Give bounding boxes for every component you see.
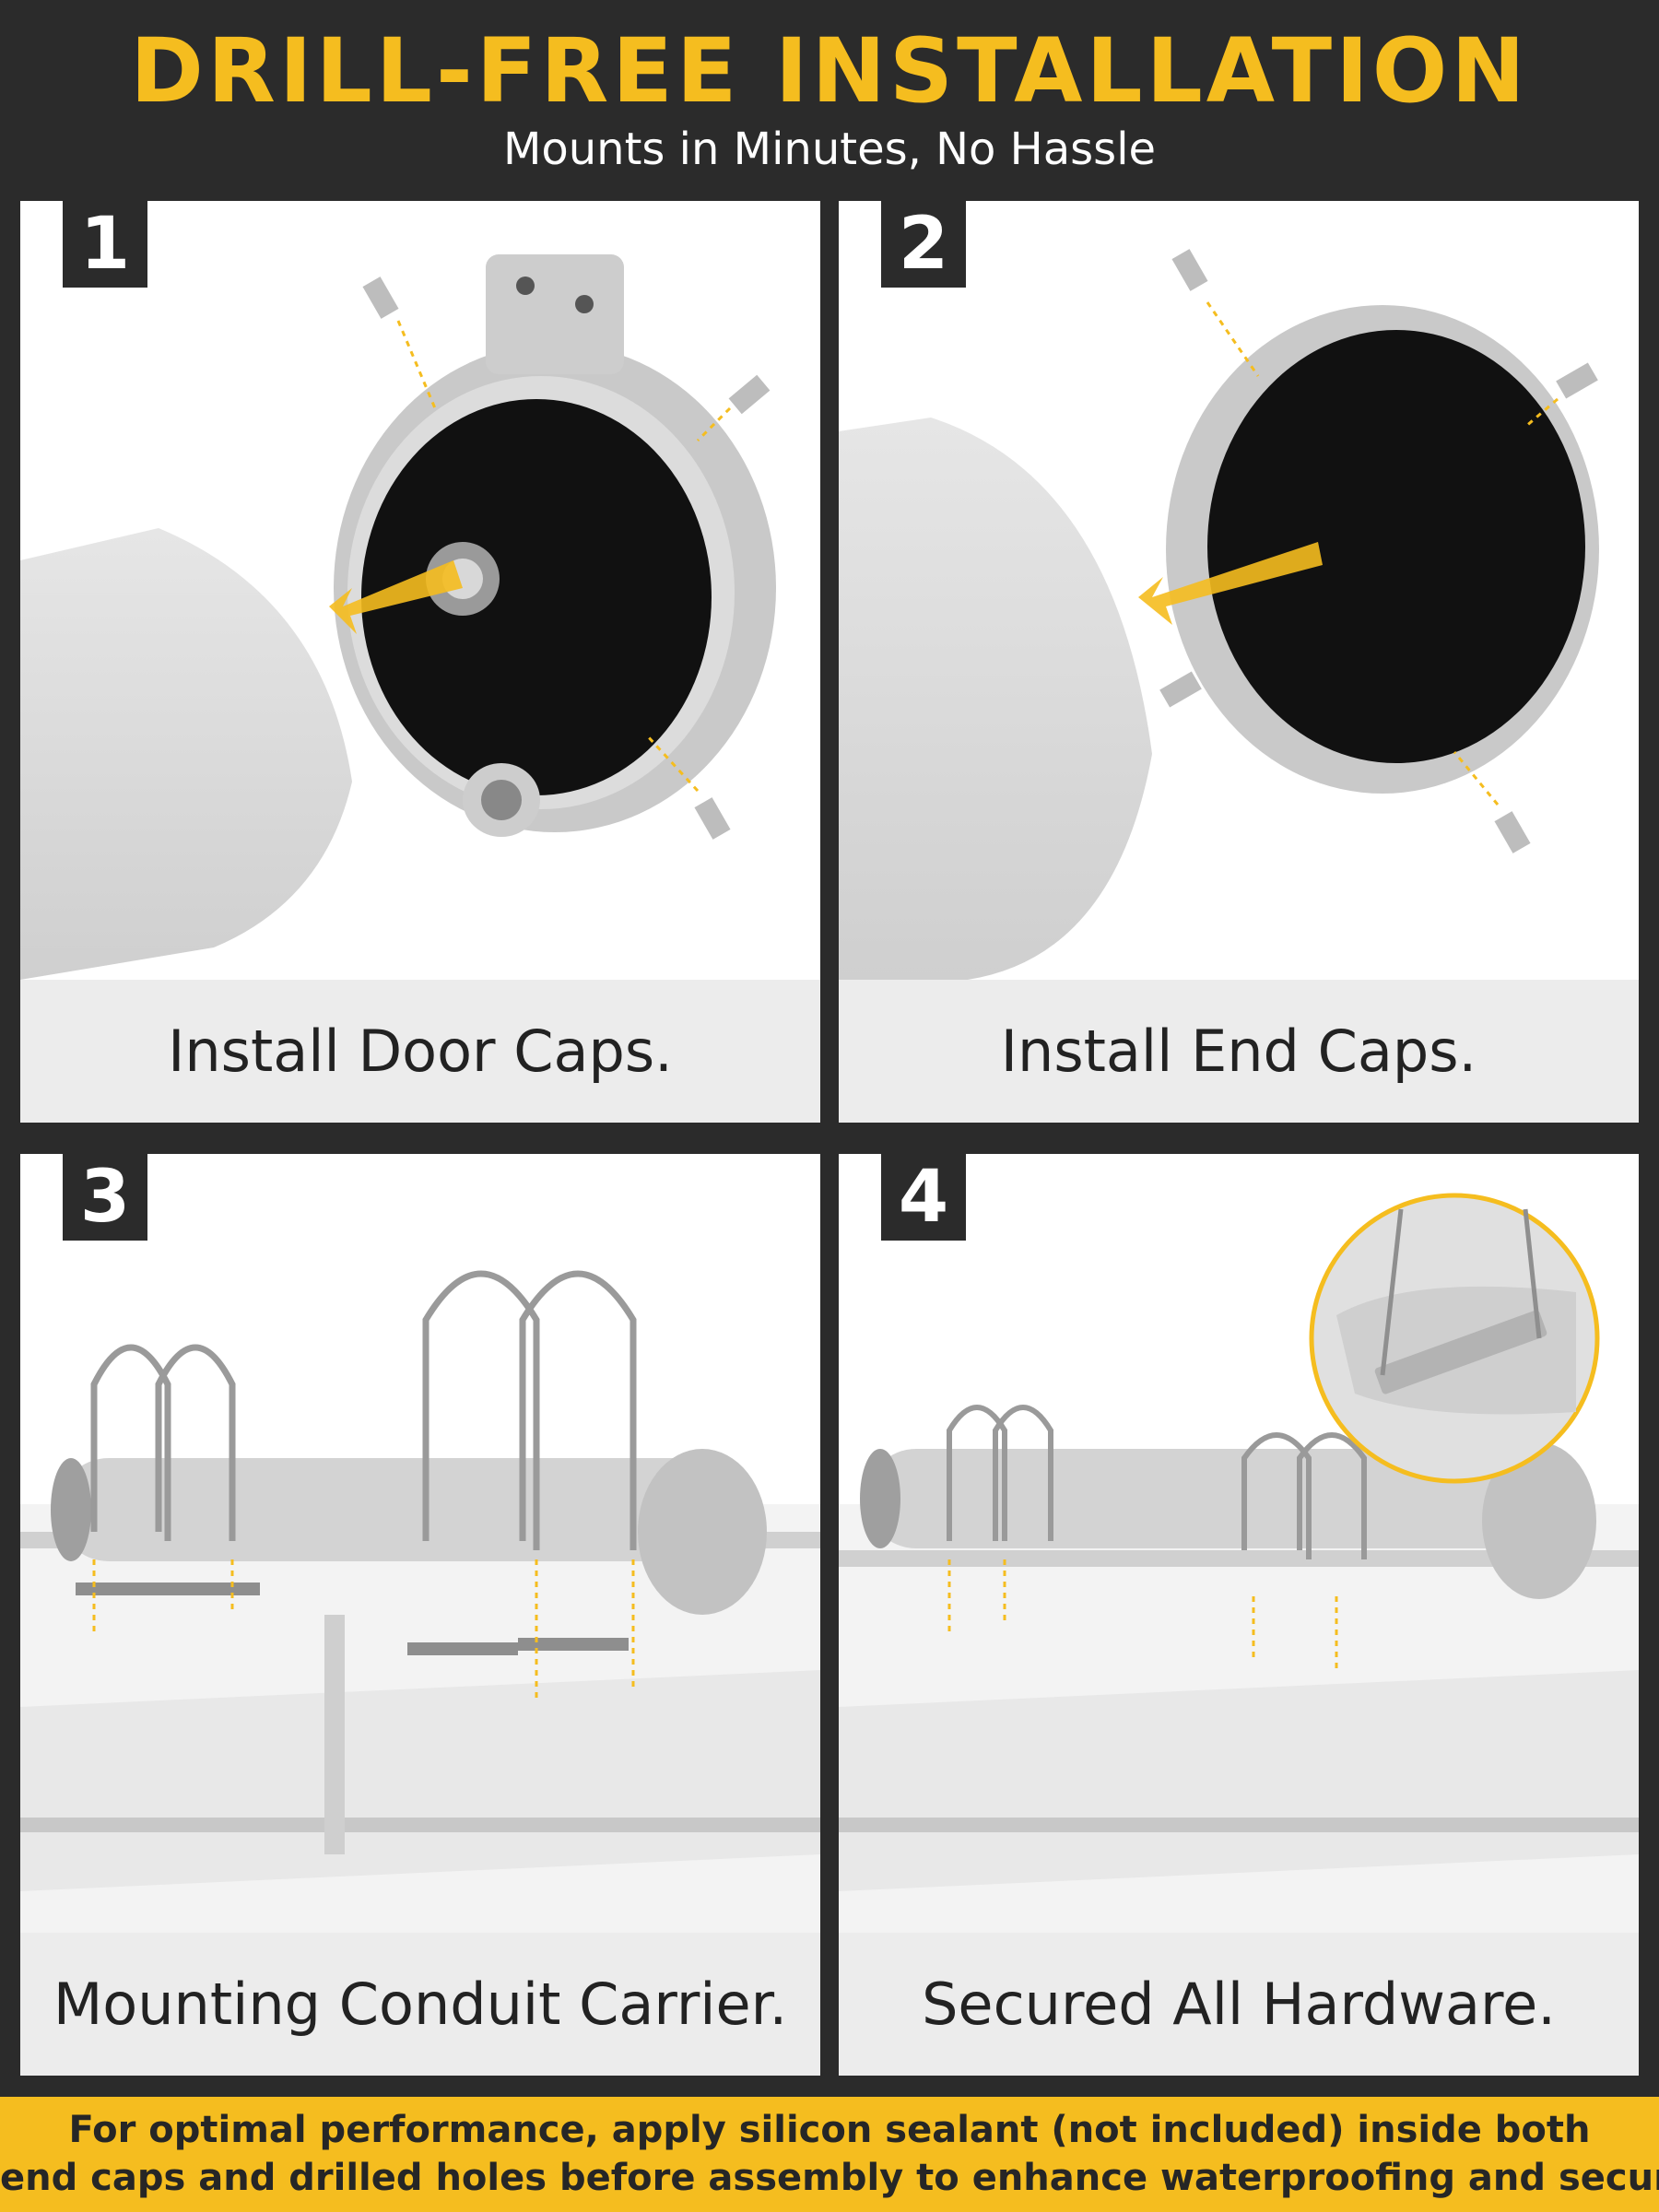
footer-line-2: end caps and drilled holes before assemb…: [0, 2157, 1659, 2199]
footer-line-1: For optimal performance, apply silicon s…: [68, 2109, 1591, 2151]
step-panel-4: 4 Secured All Hardware.: [839, 1154, 1639, 2076]
step-number-badge: 3: [63, 1154, 147, 1241]
header: DRILL-FREE INSTALLATION Mounts in Minute…: [0, 0, 1659, 198]
end-cap-illustration: [839, 201, 1639, 980]
page-title: DRILL-FREE INSTALLATION: [130, 19, 1529, 123]
step-panel-2: 2 Install End Caps.: [839, 201, 1639, 1123]
caption-bar: Install End Caps.: [839, 980, 1639, 1123]
step-caption: Mounting Conduit Carrier.: [53, 1970, 788, 2038]
step-caption: Install End Caps.: [1000, 1017, 1477, 1085]
step-panel-1: 1 Install Door Caps.: [20, 201, 820, 1123]
step-number-badge: 2: [881, 201, 966, 288]
step-number-badge: 4: [881, 1154, 966, 1241]
step-number-badge: 1: [63, 201, 147, 288]
step-caption: Install Door Caps.: [168, 1017, 673, 1085]
caption-bar: Secured All Hardware.: [839, 1933, 1639, 2076]
caption-bar: Mounting Conduit Carrier.: [20, 1933, 820, 2076]
conduit-carrier-illustration: [20, 1154, 820, 1933]
step-caption: Secured All Hardware.: [922, 1970, 1556, 2038]
door-cap-illustration: [20, 201, 820, 980]
page-subtitle: Mounts in Minutes, No Hassle: [502, 124, 1157, 175]
caption-bar: Install Door Caps.: [20, 980, 820, 1123]
footer-note: For optimal performance, apply silicon s…: [0, 2097, 1659, 2212]
step-panel-3: 3 Mounting Conduit Carrier.: [20, 1154, 820, 2076]
secured-hardware-illustration: [839, 1154, 1639, 1933]
